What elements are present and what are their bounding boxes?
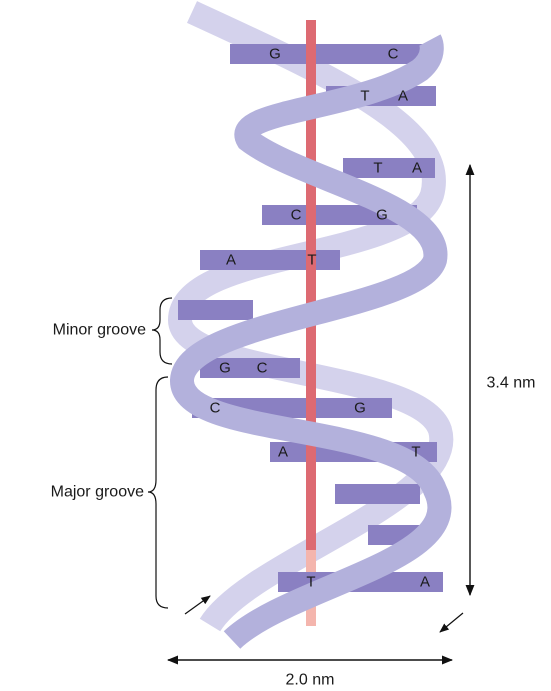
base-pair-rung bbox=[200, 250, 340, 270]
pitch-label: 3.4 nm bbox=[487, 375, 536, 392]
major-groove-label: Major groove bbox=[51, 484, 144, 501]
front-strand bbox=[169, 34, 452, 650]
strand-end-arrow-right bbox=[439, 612, 464, 633]
base-label: T bbox=[411, 444, 420, 461]
base-pair-rung bbox=[178, 300, 253, 320]
base-pair-rung bbox=[335, 484, 420, 504]
base-label: C bbox=[291, 207, 302, 224]
major-groove-brace bbox=[147, 376, 169, 609]
minor-groove-brace bbox=[151, 297, 173, 365]
diameter-label: 2.0 nm bbox=[286, 672, 335, 689]
base-label: T bbox=[360, 88, 369, 105]
base-label: T bbox=[306, 574, 315, 591]
base-label: C bbox=[257, 360, 268, 377]
base-label: T bbox=[373, 160, 382, 177]
base-pair-rung bbox=[230, 44, 430, 64]
base-label: A bbox=[420, 574, 430, 591]
base-label: A bbox=[412, 160, 422, 177]
base-pair-rung bbox=[200, 358, 300, 378]
base-label: A bbox=[398, 88, 408, 105]
base-label: G bbox=[354, 400, 366, 417]
helix-axis bbox=[306, 20, 316, 550]
base-label: A bbox=[226, 252, 236, 269]
base-label: G bbox=[269, 46, 281, 63]
base-label: C bbox=[210, 400, 221, 417]
minor-groove-label: Minor groove bbox=[53, 322, 146, 339]
base-label: C bbox=[388, 46, 399, 63]
strand-end-arrow-left bbox=[184, 595, 211, 615]
base-label: T bbox=[307, 252, 316, 269]
base-label: A bbox=[278, 444, 288, 461]
base-pair-rung bbox=[343, 158, 435, 178]
base-label: G bbox=[219, 360, 231, 377]
base-label: G bbox=[376, 207, 388, 224]
